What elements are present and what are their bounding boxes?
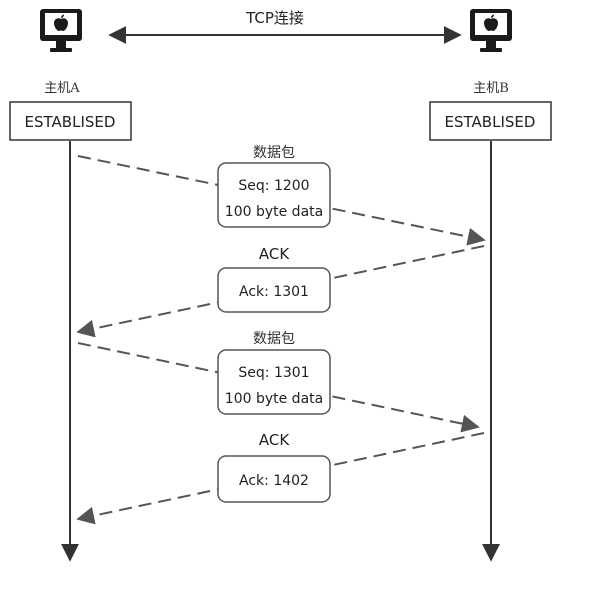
message-1-caption: 数据包 [253,145,295,161]
host-b-state-box [429,101,552,141]
tcp-connection-label: TCP连接 [245,9,304,27]
message-3-caption: 数据包 [253,331,295,347]
message-1-box [217,162,331,228]
host-b-name: 主机B [473,81,509,96]
message-1-line-2: 100 byte data [225,204,323,220]
host-a-name: 主机A [44,81,80,96]
message-2-line-1: Ack: 1301 [239,284,309,300]
message-2-caption: ACK [259,245,290,263]
message-3-box [217,349,331,415]
host-a-computer-icon [40,9,82,52]
host-a-state-box [9,101,132,141]
message-3-line-2: 100 byte data [225,391,323,407]
message-4-line-1: Ack: 1402 [239,473,309,489]
message-1-line-1: Seq: 1200 [238,178,309,194]
host-b-state-label: ESTABLISED [445,113,536,131]
message-2-box [217,267,331,313]
message-4-caption: ACK [259,431,290,449]
host-b-computer-icon [470,9,512,52]
host-a-state-label: ESTABLISED [25,113,116,131]
message-3-line-1: Seq: 1301 [238,365,309,381]
message-4-box [217,455,331,503]
